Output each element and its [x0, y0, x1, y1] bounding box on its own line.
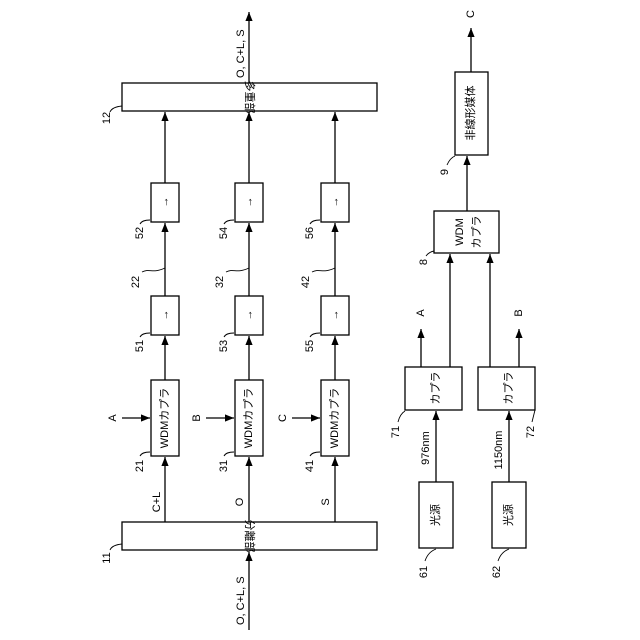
coupler72-output-b-label: B [513, 309, 525, 316]
leader-8 [426, 251, 434, 256]
ref-71: 71 [390, 426, 402, 438]
ref-8: 8 [418, 259, 430, 265]
branch1-isolator-1-symbol: → [159, 310, 171, 321]
branch2-wdm-label: WDMカプラ [242, 388, 255, 449]
ref-51: 51 [134, 340, 146, 352]
branch2-signal-label: O [234, 497, 246, 506]
branch1-signal-label: C+L [151, 492, 163, 513]
leader-53 [224, 333, 234, 337]
leader-21 [140, 452, 150, 456]
wavelength-976-label: 976nm [420, 431, 432, 465]
ref-12: 12 [101, 112, 113, 124]
ref-54: 54 [218, 227, 230, 239]
ref-62: 62 [491, 566, 503, 578]
leader-31 [224, 452, 234, 456]
branch3-isolator-1-symbol: → [329, 310, 341, 321]
leader-62 [498, 549, 509, 561]
leader-9 [447, 156, 455, 165]
wdm-coupler-8-label-line2: カプラ [470, 216, 483, 249]
input-signal-label: O, C+L, S [235, 576, 247, 625]
ref-41: 41 [304, 460, 316, 472]
leader-51 [140, 333, 150, 337]
leader-56 [310, 220, 320, 224]
branch2-isolator-1-symbol: → [243, 310, 255, 321]
light-source-61-label: 光源 [428, 504, 442, 526]
leader-52 [140, 220, 150, 224]
branch2-isolator-2-symbol: → [243, 197, 255, 208]
ref-22: 22 [130, 276, 142, 288]
ref-9: 9 [439, 169, 451, 175]
leader-55 [310, 333, 320, 337]
wavelength-1150-label: 1150nm [493, 431, 505, 470]
ref-21: 21 [134, 460, 146, 472]
coupler71-output-a-label: A [415, 309, 427, 317]
ref-55: 55 [304, 340, 316, 352]
wdm-coupler-8 [434, 211, 499, 253]
output-signal-label: O, C+L, S [235, 29, 247, 78]
ref-53: 53 [218, 340, 230, 352]
leader-12 [110, 106, 122, 112]
leader-22 [142, 268, 165, 272]
ref-56: 56 [304, 227, 316, 239]
separator-label: 分離部 [243, 520, 257, 553]
leader-42 [312, 268, 335, 272]
wdm-coupler-8-label-line1: WDM [454, 218, 466, 246]
ref-32: 32 [214, 276, 226, 288]
ref-11: 11 [101, 552, 113, 563]
leader-41 [310, 452, 320, 456]
leader-72 [532, 410, 535, 422]
leader-71 [398, 411, 405, 422]
ref-52: 52 [134, 227, 146, 239]
leader-11 [110, 544, 122, 550]
light-source-62-label: 光源 [501, 504, 515, 526]
branch1-isolator-2-symbol: → [159, 197, 171, 208]
ref-72: 72 [525, 426, 537, 438]
leader-54 [224, 220, 234, 224]
branch2-pump-label: B [191, 414, 203, 421]
ref-42: 42 [300, 276, 312, 288]
multiplexer-label: 多重部 [243, 81, 257, 114]
branch1-pump-label: A [107, 414, 119, 422]
coupler-71-label: カプラ [429, 372, 442, 405]
branch3-pump-label: C [277, 414, 289, 422]
leader-32 [226, 268, 249, 272]
nonlinear-medium-9-label: 非線形媒体 [463, 86, 477, 141]
coupler-72-label: カプラ [502, 372, 515, 405]
branch3-signal-label: S [320, 498, 332, 505]
ref-61: 61 [418, 566, 430, 578]
branch1-wdm-label: WDMカプラ [158, 388, 171, 449]
branch3-wdm-label: WDMカプラ [328, 388, 341, 449]
leader-61 [425, 549, 436, 561]
ref-31: 31 [218, 460, 230, 472]
branch3-isolator-2-symbol: → [329, 197, 341, 208]
final-output-c-label: C [465, 10, 477, 18]
